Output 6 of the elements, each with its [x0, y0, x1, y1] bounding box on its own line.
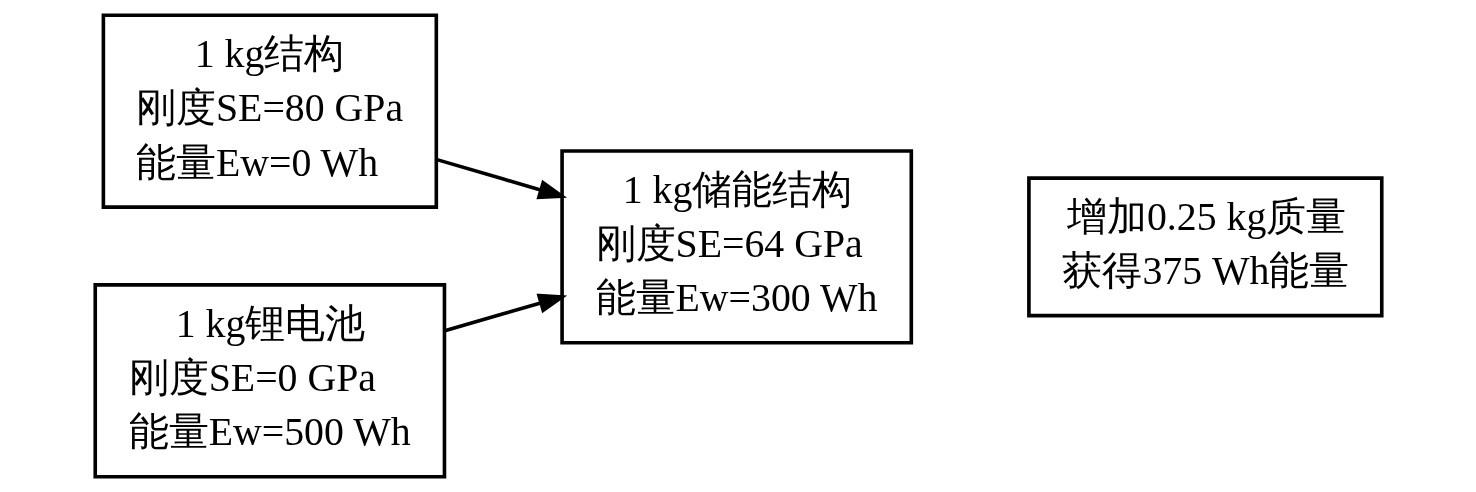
node-box: 1 kg储能结构 刚度SE=64 GPa 能量Ew=300 Wh — [559, 149, 913, 345]
node-box: 增加0.25 kg质量 获得375 Wh能量 — [1026, 176, 1384, 318]
arrow — [435, 157, 567, 200]
arrow — [443, 293, 567, 333]
node-box: 1 kg锂电池 刚度SE=0 GPa 能量Ew=500 Wh — [92, 283, 446, 479]
node-box: 1 kg结构 刚度SE=80 GPa 能量Ew=0 Wh — [101, 13, 438, 209]
